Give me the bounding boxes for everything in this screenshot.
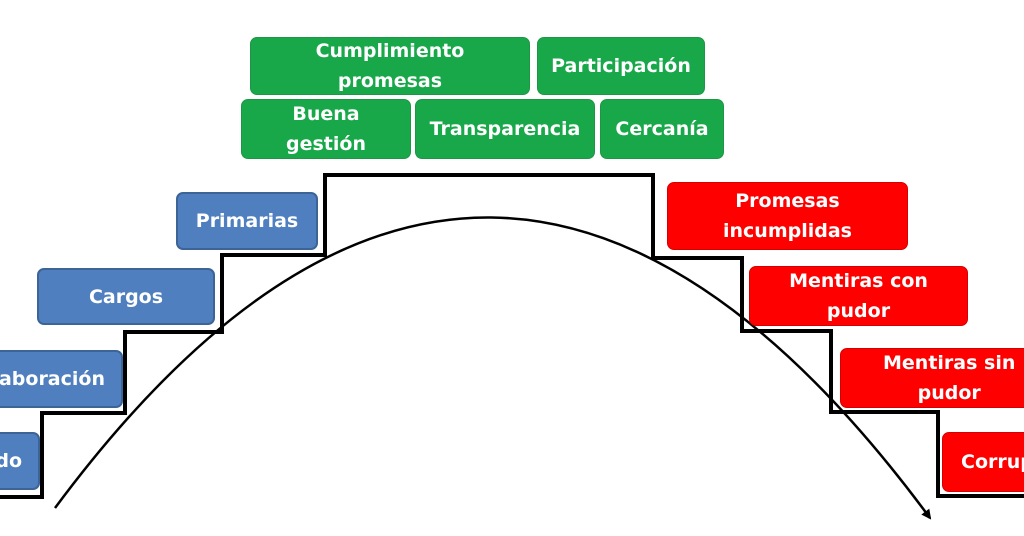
box-mentiras-sin-pudor: Mentiras sin pudor [840,348,1024,408]
box-cargos: Cargos [37,268,215,325]
box-corrupcion-partial: Corrup [942,432,1024,492]
box-buena-gestion: Buena gestión [241,99,411,159]
staircase-outline [0,173,1024,499]
box-mentiras-con-pudor: Mentiras con pudor [749,266,968,326]
box-partial-do: do [0,432,40,490]
box-cumplimiento-promesas: Cumplimiento promesas [250,37,530,95]
box-colaboracion-partial: laboración [0,350,123,408]
box-promesas-incumplidas: Promesas incumplidas [667,182,908,250]
box-participacion: Participación [537,37,705,95]
box-transparencia: Transparencia [415,99,595,159]
box-cercania: Cercanía [600,99,724,159]
arc-arrow [53,216,932,520]
box-primarias: Primarias [176,192,318,250]
